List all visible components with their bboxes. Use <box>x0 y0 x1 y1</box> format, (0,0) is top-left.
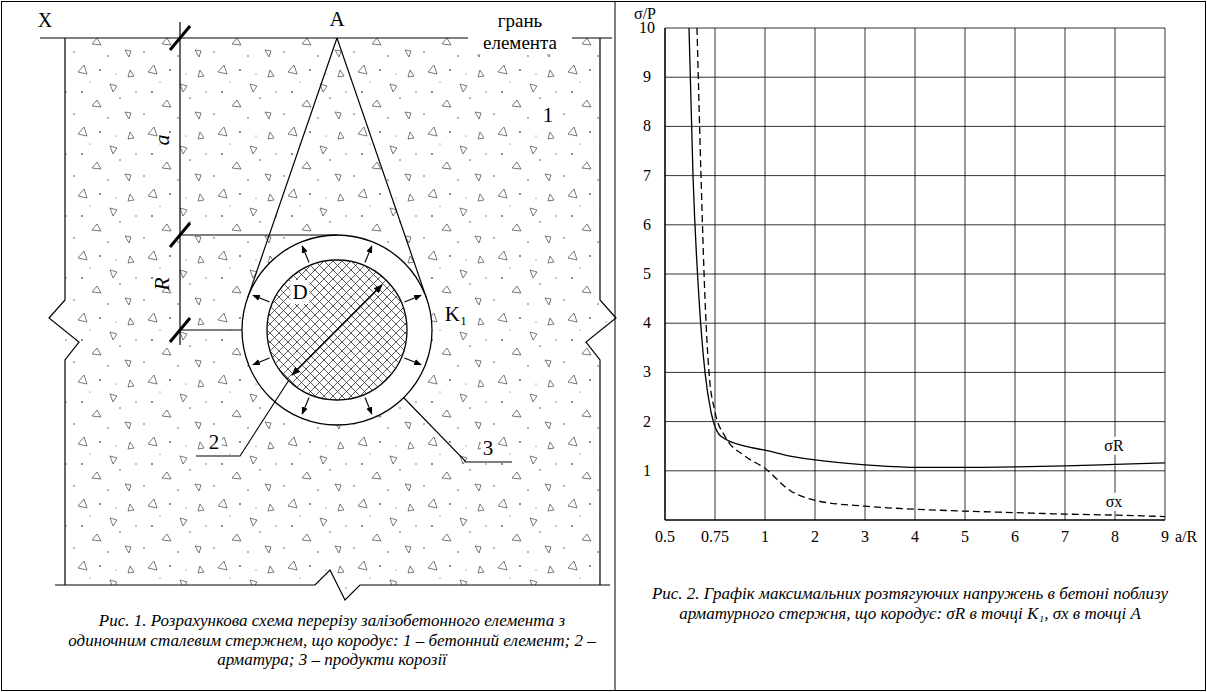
chart-grid <box>665 28 1165 520</box>
callout-number: 2 <box>207 430 222 454</box>
callout-number: 1 <box>541 103 556 127</box>
figure-caption: Рис. 2. Графік максимальних розтягуючих … <box>640 584 1180 623</box>
tick-label: 4 <box>911 528 919 546</box>
tick-label: 1 <box>643 462 651 480</box>
concrete-outline <box>40 38 616 600</box>
tick-label: 3 <box>861 528 869 546</box>
tick-label: 5 <box>961 528 969 546</box>
tick-label: 6 <box>1011 528 1019 546</box>
face-label: грань елемента <box>468 10 572 54</box>
tick-label: 8 <box>643 117 651 135</box>
axis-title: a/R <box>1175 528 1197 546</box>
dimension-label: R <box>149 277 174 290</box>
tick-label: 3 <box>643 363 651 381</box>
tick-label: 9 <box>1161 528 1169 546</box>
sigma-x-curve <box>697 28 1165 517</box>
rebar <box>267 260 407 400</box>
rebar-hatch <box>267 260 407 400</box>
tick-label: 5 <box>643 265 651 283</box>
table-divider <box>615 2 616 691</box>
concrete-body <box>49 38 616 600</box>
tick-label: 10 <box>639 19 655 37</box>
tick-label: 9 <box>643 68 651 86</box>
point-label: K₁ <box>443 302 470 326</box>
leader-lines <box>196 380 512 462</box>
tick-label: 7 <box>1061 528 1069 546</box>
x-axis <box>665 519 1165 520</box>
figure-caption: Рис. 1. Розрахункова схема перерізу залі… <box>62 611 602 670</box>
axis-label: X <box>38 9 52 32</box>
corrosion-products <box>242 235 432 425</box>
tick-label: 4 <box>643 314 651 332</box>
tick-label: 0.75 <box>701 528 729 546</box>
stress-chart <box>665 28 1165 520</box>
dimension-lines <box>170 22 337 345</box>
pressure-arrows <box>253 246 421 414</box>
tick-label: 2 <box>811 528 819 546</box>
tick-label: 0.5 <box>655 528 675 546</box>
tick-label: 6 <box>643 216 651 234</box>
dimension-label: a <box>149 135 174 146</box>
dimension-label: D <box>290 280 309 304</box>
series-label: σR <box>1102 437 1125 455</box>
tick-label: 2 <box>643 412 651 430</box>
callout-number: 3 <box>481 436 496 460</box>
tick-label: 7 <box>643 166 651 184</box>
sigma-r-curve <box>689 28 1165 467</box>
point-label: A <box>329 7 344 31</box>
tick-label: 8 <box>1111 528 1119 546</box>
tick-label: 1 <box>761 528 769 546</box>
y-axis <box>664 28 665 520</box>
series-label: σx <box>1104 493 1125 511</box>
